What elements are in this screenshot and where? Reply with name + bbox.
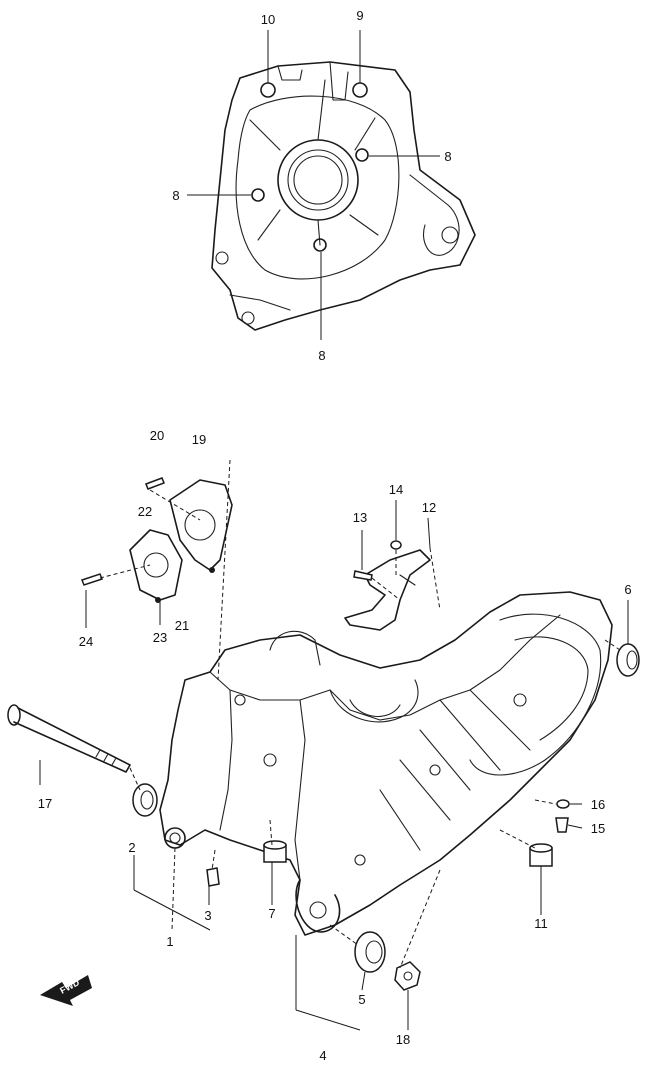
callout-9: 9 (356, 8, 363, 23)
callout-4: 4 (319, 1048, 326, 1063)
bearing-5 (354, 931, 386, 973)
callout-15: 15 (591, 821, 605, 836)
through-bolt-17 (7, 704, 131, 773)
dowel-11 (529, 843, 553, 867)
callout-23: 23 (153, 630, 167, 645)
crankcase-cover-upper (211, 61, 476, 331)
callout-11: 11 (534, 916, 548, 931)
forward-arrow-icon: FWD (40, 975, 92, 1006)
callout-21: 21 (175, 618, 189, 633)
nut-18 (394, 961, 421, 991)
callout-10: 10 (261, 12, 275, 27)
stud-3 (206, 867, 220, 887)
callout-24: 24 (79, 634, 93, 649)
callout-6: 6 (624, 582, 631, 597)
screw-24 (81, 573, 103, 586)
callout-7: 7 (268, 906, 275, 921)
bearing-2 (132, 783, 158, 817)
crankcase-main (159, 591, 613, 936)
bolt-13 (353, 570, 373, 581)
callout-12: 12 (422, 500, 436, 515)
callout-2: 2 (128, 840, 135, 855)
pin-14 (390, 540, 402, 550)
callout-8-left: 8 (172, 188, 179, 203)
callout-14: 14 (389, 482, 403, 497)
callout-1: 1 (166, 934, 173, 949)
bolt-15 (555, 817, 569, 833)
dowel-7 (263, 840, 287, 863)
callout-3: 3 (204, 908, 211, 923)
washer-16 (556, 799, 570, 809)
callout-19: 19 (192, 432, 206, 447)
callout-16: 16 (591, 797, 605, 812)
callout-8-right: 8 (444, 149, 451, 164)
callout-22: 22 (138, 504, 152, 519)
callout-17: 17 (38, 796, 52, 811)
callout-13: 13 (353, 510, 367, 525)
oil-seal-6 (616, 643, 640, 677)
callout-8-bottom: 8 (318, 348, 325, 363)
callout-20: 20 (150, 428, 164, 443)
reed-valve-assembly (129, 479, 233, 603)
screw-20 (145, 477, 165, 490)
callout-5: 5 (358, 992, 365, 1007)
callout-18: 18 (396, 1032, 410, 1047)
kick-stopper-bracket (344, 549, 431, 631)
